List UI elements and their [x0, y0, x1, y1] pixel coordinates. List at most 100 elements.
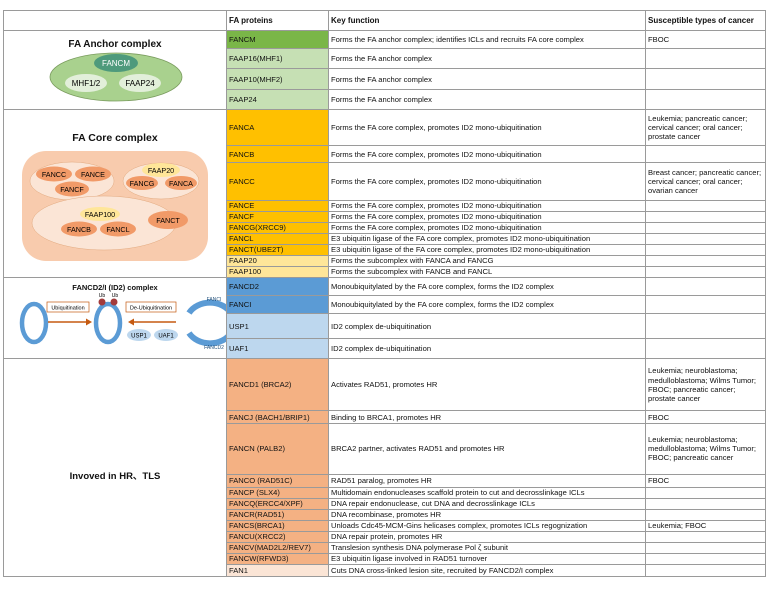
function-cell: Forms the FA core complex, promotes ID2 … [328, 162, 646, 201]
core-fancg [126, 176, 158, 190]
function-cell: Multidomain endonucleases scaffold prote… [328, 486, 646, 499]
function-cell: Cuts DNA cross-linked lesion site, recru… [328, 563, 646, 578]
function-cell: Forms the FA anchor complex; identifies … [328, 29, 646, 50]
function-cell: Forms the subcomplex with FANCB and FANC… [328, 265, 646, 279]
group-illustration-id2: FANCD2/I (ID2) complex Ubiquitination Ub… [6, 279, 226, 358]
protein-cell: FAAP16(MHF1) [226, 48, 329, 70]
header-group [3, 10, 227, 31]
table-row: FANCR(RAD51)DNA recombinase, promotes HR [4, 508, 766, 521]
group-title-hr-tls: Invoved in HR、TLS [69, 471, 161, 482]
function-cell: DNA repair endonuclease, cut DNA and dec… [328, 497, 646, 510]
cancer-cell: FBOC [645, 473, 766, 488]
cancer-cell [645, 337, 766, 360]
group-cell-hr: Invoved in HR、TLS [3, 358, 227, 577]
protein-cell: USP1 [226, 313, 329, 339]
id2-ring-left [19, 301, 49, 345]
core-fanct [148, 211, 188, 229]
function-cell: E3 ubiquitin ligase of the FA core compl… [328, 232, 646, 245]
ub-label-2: Ub [112, 293, 119, 299]
cancer-cell [645, 210, 766, 223]
header-row: FA proteins Key function Susceptible typ… [3, 10, 766, 31]
table-row: FANCW(RFWD3)E3 ubiquitin ligase involved… [4, 552, 766, 565]
core-label-fancf: FANCF [60, 185, 84, 194]
ubiquitination-arrowhead [86, 318, 92, 326]
table-row: FANCG(XRCC9)Forms the FA core complex, p… [4, 221, 766, 234]
cancer-cell [645, 243, 766, 256]
function-cell: BRCA2 partner, activates RAD51 and promo… [328, 423, 646, 475]
table-row: FANCD2/I (ID2) complex Ubiquitination Ub… [3, 276, 766, 359]
anchor-fancm-ellipse [94, 54, 138, 72]
cancer-cell [645, 497, 766, 510]
function-cell: DNA recombinase, promotes HR [328, 508, 646, 521]
ubiquitination-box [46, 301, 90, 313]
table-row: FANCV(MAD2L2/REV7)Translesion synthesis … [4, 541, 766, 554]
protein-cell: FAAP20 [226, 254, 329, 267]
anchor-label-faap24: FAAP24 [125, 79, 155, 88]
table-row: FA Anchor complex FANCM MHF1/2 FAAP24 FA… [3, 29, 766, 110]
ub-ball-1 [98, 298, 106, 306]
core-label-faap100: FAAP100 [85, 210, 115, 219]
function-cell: Unloads Cdc45-MCM-Gins helicases complex… [328, 519, 646, 532]
ubiquitination-label: Ubiquitination [51, 306, 84, 312]
function-cell: Forms the FA core complex, promotes ID2 … [328, 145, 646, 164]
function-cell: Activates RAD51, promotes HR [328, 357, 646, 412]
core-label-fance: FANCE [81, 170, 105, 179]
table-row: FANCU(XRCC2)DNA repair protein, promotes… [4, 530, 766, 543]
function-cell: Forms the FA anchor complex [328, 88, 646, 111]
protein-cell: FANCE [226, 199, 329, 212]
function-cell: E3 ubiquitin ligase of the FA core compl… [328, 243, 646, 256]
cancer-cell [645, 552, 766, 565]
cancer-cell [645, 265, 766, 279]
table-row: FANCN (PALB2)BRCA2 partner, activates RA… [4, 423, 766, 475]
cancer-cell [645, 88, 766, 111]
cancer-cell: Leukemia; neuroblastoma; medulloblastoma… [645, 357, 766, 412]
cancer-cell [645, 48, 766, 70]
fanci-arc [186, 299, 226, 315]
core-faap20 [142, 163, 180, 177]
anchor-mhf-ellipse [65, 74, 107, 92]
table-row: FANCT(UBE2T)E3 ubiquitin ligase of the F… [4, 243, 766, 256]
header-cancer: Susceptible types of cancer [645, 10, 766, 31]
function-cell: RAD51 paralog, promotes HR [328, 473, 646, 488]
core-fancb [61, 221, 97, 237]
cancer-cell: Leukemia; neuroblastoma; medulloblastoma… [645, 423, 766, 475]
protein-cell: FANCG(XRCC9) [226, 221, 329, 234]
protein-cell: FANCN (PALB2) [226, 423, 329, 475]
cancer-cell [645, 232, 766, 245]
cancer-cell [645, 541, 766, 554]
protein-cell: FANCO (RAD51C) [226, 473, 329, 488]
protein-cell: FANCS(BRCA1) [226, 519, 329, 532]
protein-cell: FAAP24 [226, 88, 329, 111]
group-illustration-anchor: FA Anchor complex FANCM MHF1/2 FAAP24 [6, 32, 224, 109]
header-protein: FA proteins [226, 10, 329, 31]
de-ubiquitination-label: De-Ubiquitination [130, 306, 172, 312]
function-cell: Forms the FA anchor complex [328, 68, 646, 90]
protein-cell: FANCI [226, 295, 329, 315]
fancd2-label: FANCD2 [204, 345, 224, 351]
protein-cell: FANCP (SLX4) [226, 486, 329, 499]
core-fancc [36, 166, 72, 182]
group-title-core: FA Core complex [72, 132, 158, 144]
core-fancf [55, 181, 89, 197]
protein-cell: FANCL [226, 232, 329, 245]
usp1-label: USP1 [131, 334, 147, 340]
table-row: FANCS(BRCA1)Unloads Cdc45-MCM-Gins helic… [4, 519, 766, 532]
function-cell: Forms the FA core complex, promotes ID2 … [328, 108, 646, 147]
de-ubiquitination-arrowhead [128, 318, 134, 326]
protein-cell: FANCB [226, 145, 329, 164]
cancer-cell [645, 295, 766, 315]
function-cell: DNA repair protein, promotes HR [328, 530, 646, 543]
cancer-cell [645, 199, 766, 212]
anchor-complex-diagram: FANCM MHF1/2 FAAP24 [49, 52, 183, 102]
function-cell: E3 ubiquitin ligase involved in RAD51 tu… [328, 552, 646, 565]
cancer-cell [645, 276, 766, 297]
core-fanca [165, 176, 197, 190]
anchor-label-mhf: MHF1/2 [72, 79, 101, 88]
id2-ring-middle [93, 301, 123, 345]
